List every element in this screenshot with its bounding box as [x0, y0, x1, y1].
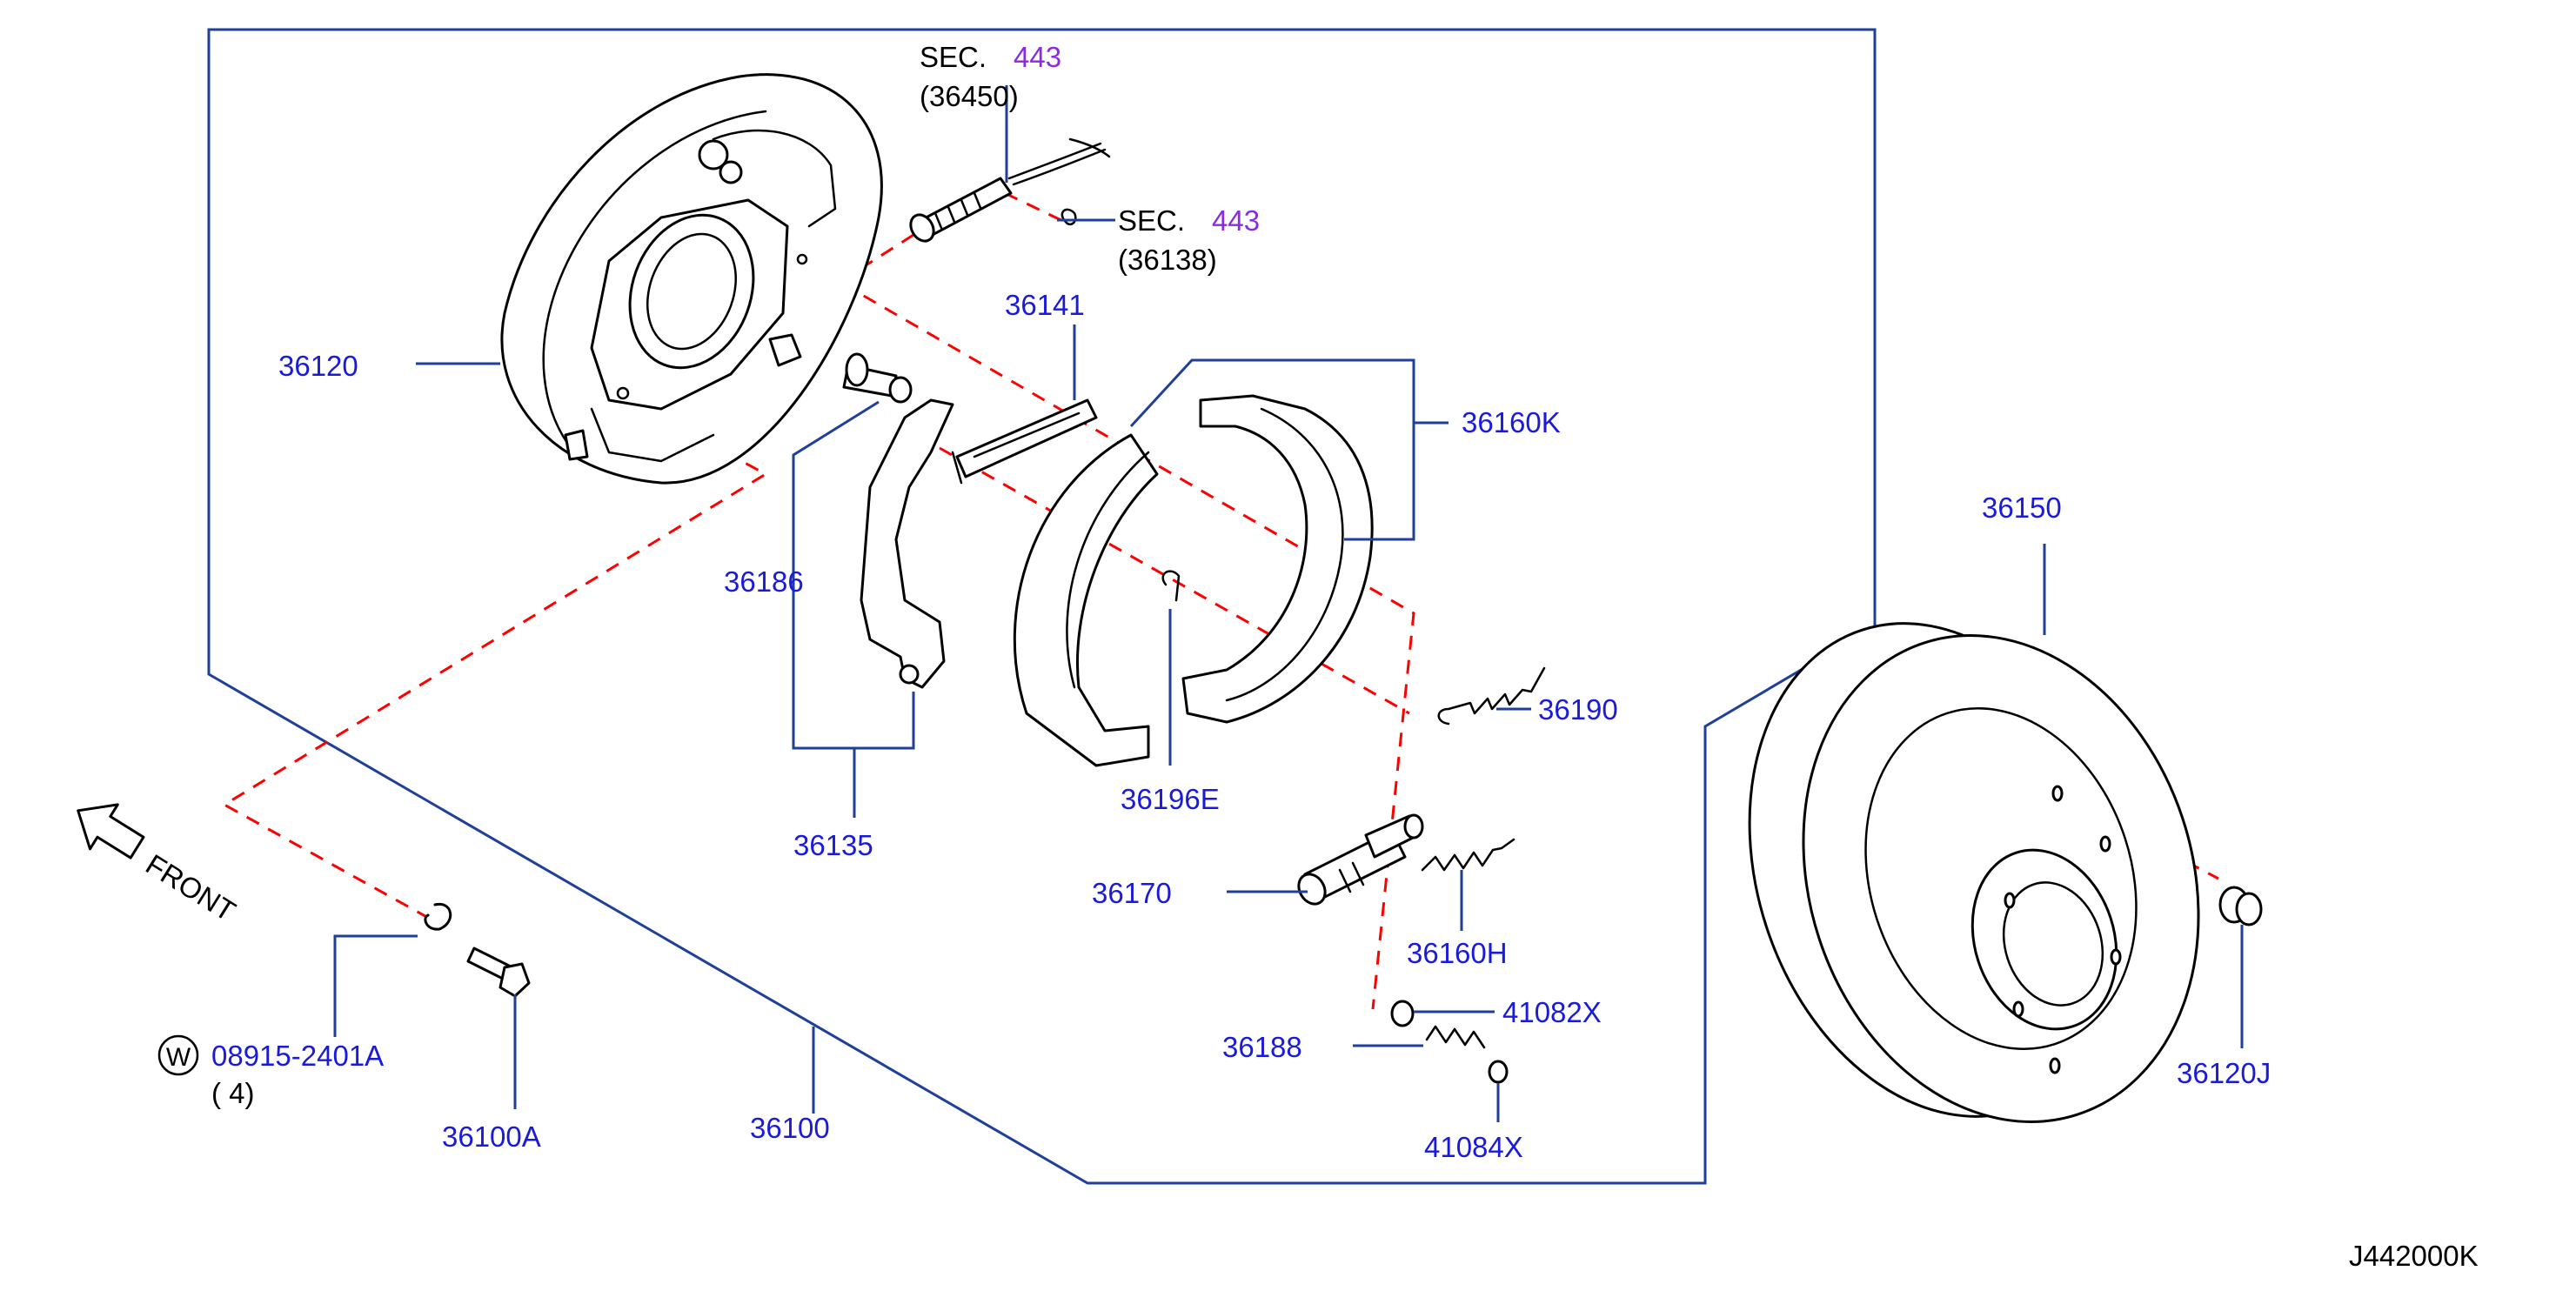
part-41082X-label[interactable]: 41082X	[1502, 996, 1602, 1028]
clip-36138	[1061, 208, 1077, 226]
hold-down-spring-36188	[1425, 1025, 1486, 1049]
diagram-code: J442000K	[2349, 1240, 2479, 1272]
part-36160K-label[interactable]: 36160K	[1462, 406, 1561, 438]
plug-36120J	[2218, 886, 2263, 926]
assembly-outline	[207, 28, 1877, 1185]
part-36160H-label[interactable]: 36160H	[1407, 937, 1508, 969]
brake-drum	[1748, 622, 2200, 1123]
part-36120-label[interactable]: 36120	[278, 350, 358, 382]
adjuster-assembly	[1297, 813, 1424, 906]
part-36141-label[interactable]: 36141	[1005, 289, 1085, 321]
return-spring-36190	[1437, 666, 1546, 726]
backing-plate	[500, 73, 883, 485]
parking-brake-cable	[909, 137, 1111, 243]
part-36170-label[interactable]: 36170	[1092, 877, 1172, 909]
sec-ref-2-section[interactable]: 443	[1212, 204, 1260, 237]
w-symbol-icon	[157, 1034, 199, 1076]
sec-ref-1-part: (36450)	[920, 80, 1019, 112]
part-08915-2401A-label[interactable]: 08915-2401A	[211, 1040, 384, 1072]
parking-lever	[860, 398, 954, 689]
part-36186-label[interactable]: 36186	[724, 565, 804, 598]
lock-washer	[424, 902, 452, 931]
bolt-36100A	[466, 947, 531, 998]
part-36100A-label[interactable]: 36100A	[442, 1120, 541, 1153]
sec-ref-1-section[interactable]: 443	[1014, 41, 1061, 73]
w-symbol-letter: W	[166, 1043, 191, 1072]
part-41084X-label[interactable]: 41084X	[1424, 1131, 1523, 1163]
front-label: FRONT	[140, 848, 241, 928]
retainer-spring-36196E	[1161, 570, 1181, 602]
part-36150-label[interactable]: 36150	[1982, 492, 2062, 524]
front-arrow-icon	[77, 803, 145, 860]
cup-41082X	[1390, 1000, 1415, 1027]
adjuster-strut	[951, 398, 1098, 485]
sec-ref-1-prefix: SEC.	[920, 41, 987, 73]
part-36196E-label[interactable]: 36196E	[1121, 783, 1220, 815]
part-36120J-label[interactable]: 36120J	[2177, 1057, 2271, 1089]
anchor-pin	[842, 352, 913, 404]
pin-41084X	[1488, 1060, 1509, 1084]
sec-ref-2-part: (36138)	[1118, 244, 1217, 276]
part-36188-label[interactable]: 36188	[1222, 1031, 1302, 1063]
spring-36160H	[1421, 838, 1515, 872]
quantity-label: ( 4)	[211, 1077, 255, 1109]
sec-ref-2-prefix: SEC.	[1118, 204, 1185, 237]
leader-lines	[333, 85, 2244, 1122]
brake-shoe-set	[1013, 394, 1374, 767]
part-36190-label[interactable]: 36190	[1538, 693, 1618, 726]
part-36100-label[interactable]: 36100	[750, 1112, 830, 1144]
part-36135-label[interactable]: 36135	[793, 829, 873, 861]
